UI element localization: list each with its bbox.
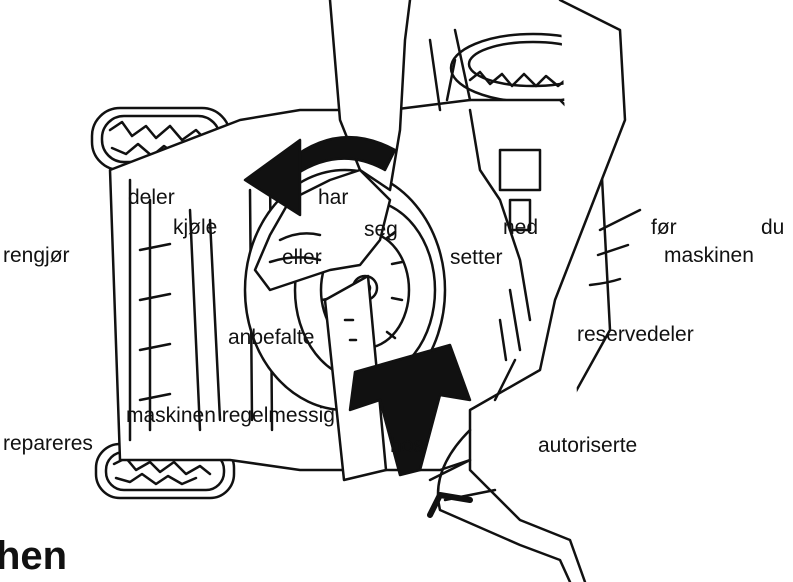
word-kjole: kjøle xyxy=(173,216,218,239)
rotation-arrow-icon xyxy=(243,135,397,217)
word-autoriserte: autoriserte xyxy=(538,434,638,457)
deck-detail xyxy=(493,288,522,402)
word-deler: deler xyxy=(128,186,175,209)
word-maskinen-regelmessig: maskinen regelmessig. xyxy=(126,404,341,427)
push-arrow-icon xyxy=(348,343,473,518)
word-reservedeler: reservedeler xyxy=(577,323,694,346)
word-ned: ned xyxy=(503,216,539,239)
word-hos: hos xyxy=(390,434,424,457)
word-maskinen: maskinen xyxy=(664,244,754,267)
word-har: har xyxy=(318,186,349,209)
section-heading: hen xyxy=(0,534,68,578)
word-repareres: repareres xyxy=(3,432,93,455)
person-leg xyxy=(428,0,642,582)
word-seg: seg xyxy=(364,218,398,241)
word-anbefalte: anbefalte xyxy=(228,326,315,349)
word-eller: eller xyxy=(282,246,322,269)
word-du: du xyxy=(761,216,785,239)
word-setter: setter xyxy=(450,246,503,269)
word-rengjor: rengjør xyxy=(3,244,70,267)
word-for: før xyxy=(651,216,677,239)
